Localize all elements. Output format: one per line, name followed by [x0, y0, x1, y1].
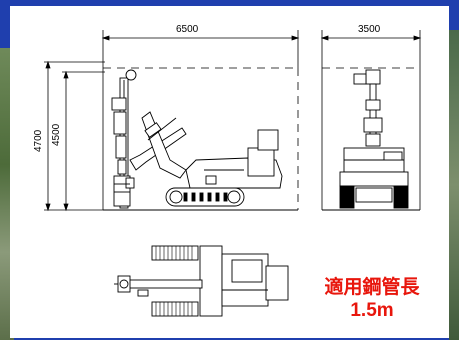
dim-label-length: 6500 — [176, 24, 199, 35]
caption-title: 適用鋼管長 — [324, 277, 420, 298]
dim-label-mast: 4500 — [51, 123, 62, 146]
top-view-machine — [114, 245, 289, 317]
side-view-envelope — [103, 67, 299, 210]
dim-label-width: 3500 — [358, 24, 381, 35]
rear-view-machine — [339, 69, 409, 209]
dim-label-height: 4700 — [33, 129, 44, 152]
caption-length: 1.5m — [350, 300, 394, 321]
side-view-machine — [111, 69, 283, 209]
photo-strip-right — [449, 30, 459, 340]
